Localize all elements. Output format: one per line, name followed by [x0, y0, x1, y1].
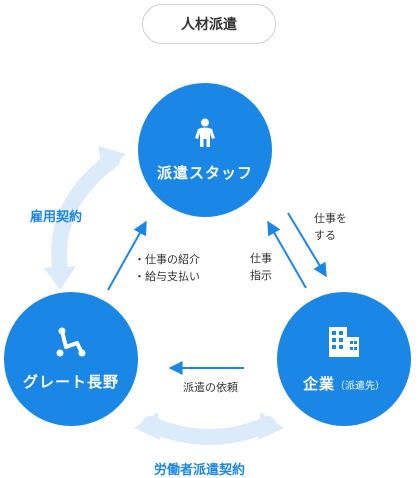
arrow-kigyo-to-staff [267, 220, 307, 289]
label-roudou: 労働者派遣契約 [154, 463, 246, 478]
arc-koyou-head-bottom [44, 266, 76, 290]
arrow-greet-to-staff [107, 220, 147, 291]
company-logo-icon [56, 327, 86, 356]
arc-roudou-head-right [258, 412, 284, 440]
label-bullet-1: ・仕事の紹介 [134, 253, 200, 266]
building-icon [329, 326, 359, 357]
node-greet: グレート長野 [4, 292, 138, 426]
label-haken-irai: 派遣の依頼 [183, 381, 238, 394]
label-shigoto-shiji: 仕事 指示 [250, 250, 272, 284]
arc-koyou-head-top [98, 146, 126, 176]
label-shigoto-wo-suru-1: 仕事を [314, 212, 347, 225]
label-shigoto-wo-suru-2: する [314, 229, 336, 242]
label-bullet-2: ・給与支払い [134, 270, 200, 283]
arc-koyou [51, 152, 120, 276]
label-shigoto-shiji-2: 指示 [250, 269, 272, 282]
node-kigyo-sub: （派遣先） [335, 380, 385, 392]
node-kigyo: 企業（派遣先） [277, 292, 411, 426]
label-bullets: ・仕事の紹介 ・給与支払い [134, 251, 200, 285]
node-staff-label: 派遣スタッフ [156, 163, 253, 182]
label-shigoto-shiji-1: 仕事 [250, 252, 272, 265]
label-koyou: 雇用契約 [30, 210, 83, 225]
node-kigyo-label: 企業（派遣先） [303, 373, 385, 394]
arrow-staff-to-kigyo [287, 212, 327, 278]
title-text: 人材派遣 [181, 17, 237, 33]
label-shigoto-wo-suru: 仕事を する [314, 210, 347, 244]
arc-roudou [142, 416, 276, 445]
arc-roudou-head-left [134, 412, 160, 440]
person-icon [195, 118, 215, 147]
title-pill: 人材派遣 [142, 4, 276, 44]
node-staff: 派遣スタッフ [138, 83, 272, 217]
node-kigyo-name: 企業 [302, 374, 335, 393]
node-greet-label: グレート長野 [22, 372, 119, 391]
